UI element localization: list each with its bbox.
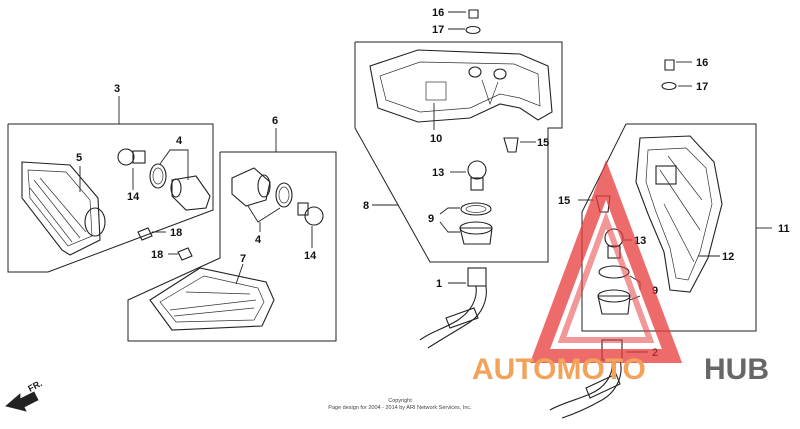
watermark-triangle-logo	[529, 160, 683, 363]
callout-12: 12	[722, 251, 734, 263]
group-3-frame	[7, 123, 214, 273]
bulb-13-center	[467, 160, 487, 180]
watermark	[529, 160, 683, 363]
callout-16-right: 16	[696, 57, 708, 69]
side-marker-lens	[21, 161, 101, 256]
group-11-rear-lamp: 11 16 17 12 15 13 9	[558, 57, 790, 332]
harness-1-sleeve	[445, 307, 479, 329]
callout-13-center: 13	[432, 167, 444, 179]
socket-4-right	[231, 167, 271, 207]
callout-4-left: 4	[176, 135, 183, 147]
front-label: FR.	[26, 378, 43, 394]
gasket-9-right	[598, 265, 630, 279]
group-8-frame	[354, 41, 563, 263]
callout-10: 10	[430, 133, 442, 145]
socket-4-left	[171, 175, 211, 211]
callout-6: 6	[272, 115, 278, 127]
group-8-tail-light: 16 17 10 15 13 9 8	[354, 7, 563, 263]
gasket-4-right	[275, 182, 293, 208]
callout-17-top: 17	[432, 24, 444, 36]
wire-harness-1: 1	[419, 267, 487, 349]
callout-15-center: 15	[537, 137, 549, 149]
tail-light-housing	[369, 49, 553, 123]
callout-15-right: 15	[558, 195, 570, 207]
copyright-label: Copyright	[388, 398, 412, 404]
callout-8: 8	[363, 200, 369, 212]
callout-5: 5	[76, 152, 82, 164]
front-direction-arrow: FR.	[5, 378, 44, 412]
harness-1-connector	[467, 267, 487, 287]
callout-11: 11	[778, 223, 790, 235]
callout-18-lower: 18	[151, 249, 163, 261]
callout-1: 1	[436, 278, 442, 290]
socket-9-right	[597, 295, 631, 315]
watermark-text-part2: HUB	[704, 353, 769, 386]
callout-17-right: 17	[696, 81, 708, 93]
watermark-text: AUTOMOTO HUB	[472, 353, 769, 386]
gasket-9-center	[460, 202, 492, 216]
callout-18-upper: 18	[170, 227, 182, 239]
callout-16-top: 16	[432, 7, 444, 19]
group-6-front-turn-signal: 6 4 14 7	[127, 115, 337, 342]
rear-lamp-lens	[635, 135, 723, 293]
callout-4-right: 4	[255, 234, 262, 246]
screw-18-group: 18 18	[137, 227, 193, 261]
washer-17-top	[465, 25, 481, 35]
bulb-14-left	[117, 148, 135, 166]
group-3-front-side-marker: 3 5 14 4	[7, 83, 214, 273]
watermark-text-part1: AUTOMOTO	[472, 353, 646, 386]
washer-17-right	[661, 81, 677, 91]
screw-16-top	[468, 9, 479, 19]
screw-18-lower	[177, 247, 193, 261]
callout-9-center: 9	[428, 213, 434, 225]
arrow-icon	[5, 391, 39, 412]
group-6-frame	[127, 151, 337, 342]
callout-14-left: 14	[127, 191, 140, 203]
callout-7: 7	[240, 253, 246, 265]
socket-9-center	[459, 227, 493, 245]
turn-signal-lens	[149, 267, 275, 331]
gasket-4-left	[149, 163, 167, 189]
copyright-notice: Page design for 2004 - 2014 by ARI Netwo…	[328, 405, 472, 411]
harness-2-sleeve	[585, 373, 621, 399]
callout-3: 3	[114, 83, 120, 95]
screw-16-right	[664, 59, 675, 71]
screw-18-upper	[137, 227, 153, 241]
bulb-14-right	[304, 206, 324, 226]
callout-14-right: 14	[304, 250, 317, 262]
clip-15-center	[503, 137, 519, 153]
